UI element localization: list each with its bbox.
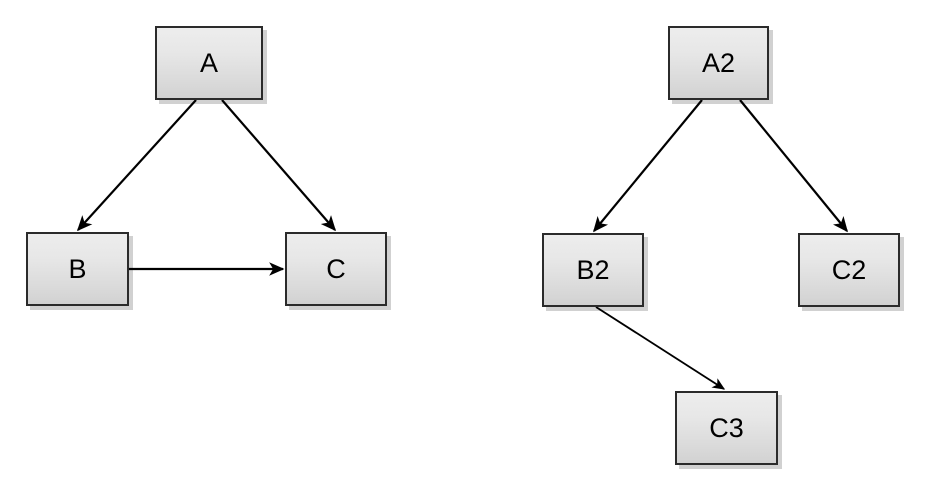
edge-a-to-b bbox=[76, 99, 197, 232]
edge-a2-to-c2 bbox=[739, 99, 848, 233]
node-b2[interactable]: B2 bbox=[542, 233, 644, 307]
node-b[interactable]: B bbox=[26, 232, 129, 306]
node-c-label: C bbox=[326, 253, 346, 284]
node-c3[interactable]: C3 bbox=[675, 391, 778, 465]
node-b2-label: B2 bbox=[576, 254, 610, 285]
edge-b2-to-c3 bbox=[595, 306, 726, 390]
edge-a2-to-b2 bbox=[593, 99, 703, 233]
node-c2-label: C2 bbox=[831, 254, 867, 285]
node-c2[interactable]: C2 bbox=[798, 233, 900, 307]
node-c[interactable]: C bbox=[285, 232, 387, 306]
edge-a-to-c bbox=[221, 99, 337, 232]
node-a2[interactable]: A2 bbox=[668, 26, 769, 100]
node-a-label: A bbox=[199, 47, 218, 78]
node-a[interactable]: A bbox=[155, 26, 263, 100]
node-b-label: B bbox=[68, 253, 87, 284]
node-a2-label: A2 bbox=[701, 47, 736, 78]
node-c3-label: C3 bbox=[709, 412, 744, 443]
